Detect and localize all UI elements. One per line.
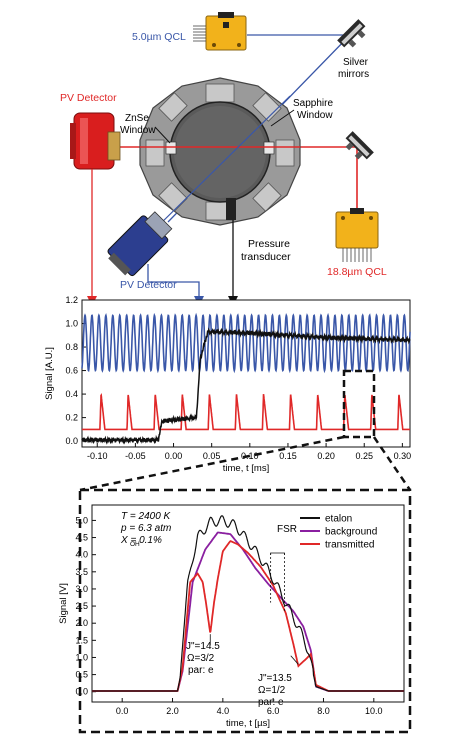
qcl-18um-label: 18.8µm QCL	[327, 266, 387, 278]
legend-label-transmitted: transmitted	[325, 540, 374, 551]
annot-right-j: J"=13.5	[258, 673, 292, 684]
annotation-right: J"=13.5 Ω=1/2 par: e	[258, 673, 292, 708]
pressure-label-2: transducer	[241, 251, 291, 263]
series-pressure-top	[81, 327, 411, 445]
fsr-bracket	[270, 552, 285, 555]
condition-mole-fraction: X = 0.1%	[120, 535, 162, 546]
top-x-tick-label: -0.05	[125, 451, 146, 461]
pv-detector-red	[70, 112, 121, 170]
top-y-tick-label: 0.8	[65, 342, 78, 352]
bottom-y-tick-label: 3.5	[75, 567, 88, 577]
zoom-box	[342, 369, 376, 439]
shock-tube-chamber	[139, 77, 301, 226]
legend-label-etalon: etalon	[325, 514, 352, 525]
bottom-y-tick-label: 0.0	[75, 687, 88, 697]
annotation-left: J"=14.5 Ω=3/2 par: e	[186, 641, 220, 676]
bottom-y-tick-label: 1.5	[75, 635, 88, 645]
silver-mirror-top	[337, 19, 366, 48]
annot-left-par: par: e	[188, 665, 214, 676]
pv-detector-blue	[107, 211, 173, 277]
annot-right-arrow	[290, 655, 299, 665]
bottom-y-tick-label: 5.0	[75, 515, 88, 525]
series-etalon	[92, 515, 404, 692]
top-x-tick-label: 0.15	[279, 451, 297, 461]
bottom-y-tick-label: 2.5	[75, 601, 88, 611]
blue-beam-through	[151, 95, 291, 233]
znse-label-1: ZnSe	[125, 113, 149, 124]
bottom-y-tick-label: 2.0	[75, 618, 88, 628]
condition-pressure: p = 6.3 atm	[120, 523, 171, 534]
bottom-y-axis-label: Signal [V]	[58, 583, 69, 624]
bottom-y-tick-label: 1.0	[75, 652, 88, 662]
series-transmitted-top	[82, 392, 410, 431]
top-x-tick-label: -0.10	[87, 451, 108, 461]
legend-label-background: background	[325, 527, 377, 538]
top-x-axis-label: time, t [ms]	[223, 463, 269, 474]
pv-detector-top-label: PV Detector	[60, 92, 117, 104]
bottom-y-tick-label: 4.5	[75, 533, 88, 543]
conditions-block: T = 2400 K p = 6.3 atm X = 0.1% OH	[120, 511, 172, 548]
bottom-x-tick-label: 6.0	[267, 706, 280, 716]
znse-label-2: Window	[120, 125, 156, 136]
top-y-tick-label: 1.2	[65, 295, 78, 305]
series-background	[92, 531, 404, 692]
bottom-x-tick-label: 0.0	[116, 706, 129, 716]
bottom-y-tick-label: 0.5	[75, 670, 88, 680]
annot-left-omega: Ω=3/2	[187, 653, 215, 664]
top-y-tick-label: 0.2	[65, 413, 78, 423]
top-y-tick-label: 0.4	[65, 389, 78, 399]
top-x-tick-label: 0.00	[165, 451, 183, 461]
bottom-y-tick-label: 4.0	[75, 550, 88, 560]
qcl-18um	[335, 208, 379, 262]
sapphire-pointer	[270, 109, 295, 127]
annot-left-j: J"=14.5	[186, 641, 220, 652]
qcl-5um-label: 5.0µm QCL	[132, 31, 186, 43]
bottom-y-tick-label: 3.0	[75, 584, 88, 594]
top-y-axis-label: Signal [A.U.]	[44, 347, 55, 400]
bottom-x-tick-label: 8.0	[317, 706, 330, 716]
silver-mirror-right	[345, 131, 374, 160]
top-plot: -0.10-0.050.000.050.100.150.200.250.300.…	[44, 295, 411, 474]
pressure-label-1: Pressure	[248, 238, 290, 250]
bottom-plot-frame	[91, 504, 405, 703]
bottom-x-axis-label: time, t [µs]	[226, 718, 270, 729]
bottom-plot: 0.0 2.0 4.0 6.0 8.0 10.0 0.0 0.5 1.0 1.5 2.0 2.5 3.0…	[58, 504, 405, 729]
bottom-x-tick-label: 4.0	[217, 706, 230, 716]
condition-temperature: T = 2400 K	[121, 511, 172, 522]
top-y-tick-label: 1.0	[65, 319, 78, 329]
top-x-tick-label: 0.25	[355, 451, 373, 461]
series-transmitted	[92, 540, 404, 692]
bottom-x-tick-label: 2.0	[166, 706, 179, 716]
qcl-5um	[193, 12, 247, 51]
top-x-tick-label: 0.30	[394, 451, 412, 461]
zoom-line-left	[79, 435, 345, 492]
top-y-tick-label: 0.6	[65, 366, 78, 376]
top-x-tick-label: 0.05	[203, 451, 221, 461]
annot-right-par: par: e	[258, 697, 284, 708]
condition-mole-fraction-sub: OH	[130, 541, 140, 548]
blue-detector-arrow	[147, 264, 200, 300]
znse-pointer	[154, 126, 171, 144]
silver-mirrors-label-2: mirrors	[338, 69, 369, 80]
bottom-x-tick-label: 10.0	[365, 706, 383, 716]
inset-frame	[78, 488, 412, 734]
annot-right-omega: Ω=1/2	[258, 685, 286, 696]
sapphire-label-1: Sapphire	[293, 98, 333, 109]
sapphire-label-2: Window	[297, 110, 333, 121]
silver-mirrors-label-1: Silver	[343, 57, 369, 68]
zoom-indicator	[78, 369, 412, 734]
zoom-line-right	[372, 436, 412, 491]
apparatus-diagram: 5.0µm QCL Silver mirrors PV Detector	[60, 12, 387, 306]
top-y-tick-label: 0.0	[65, 436, 78, 446]
top-x-tick-label: 0.20	[317, 451, 335, 461]
fsr-label: FSR	[277, 524, 297, 535]
